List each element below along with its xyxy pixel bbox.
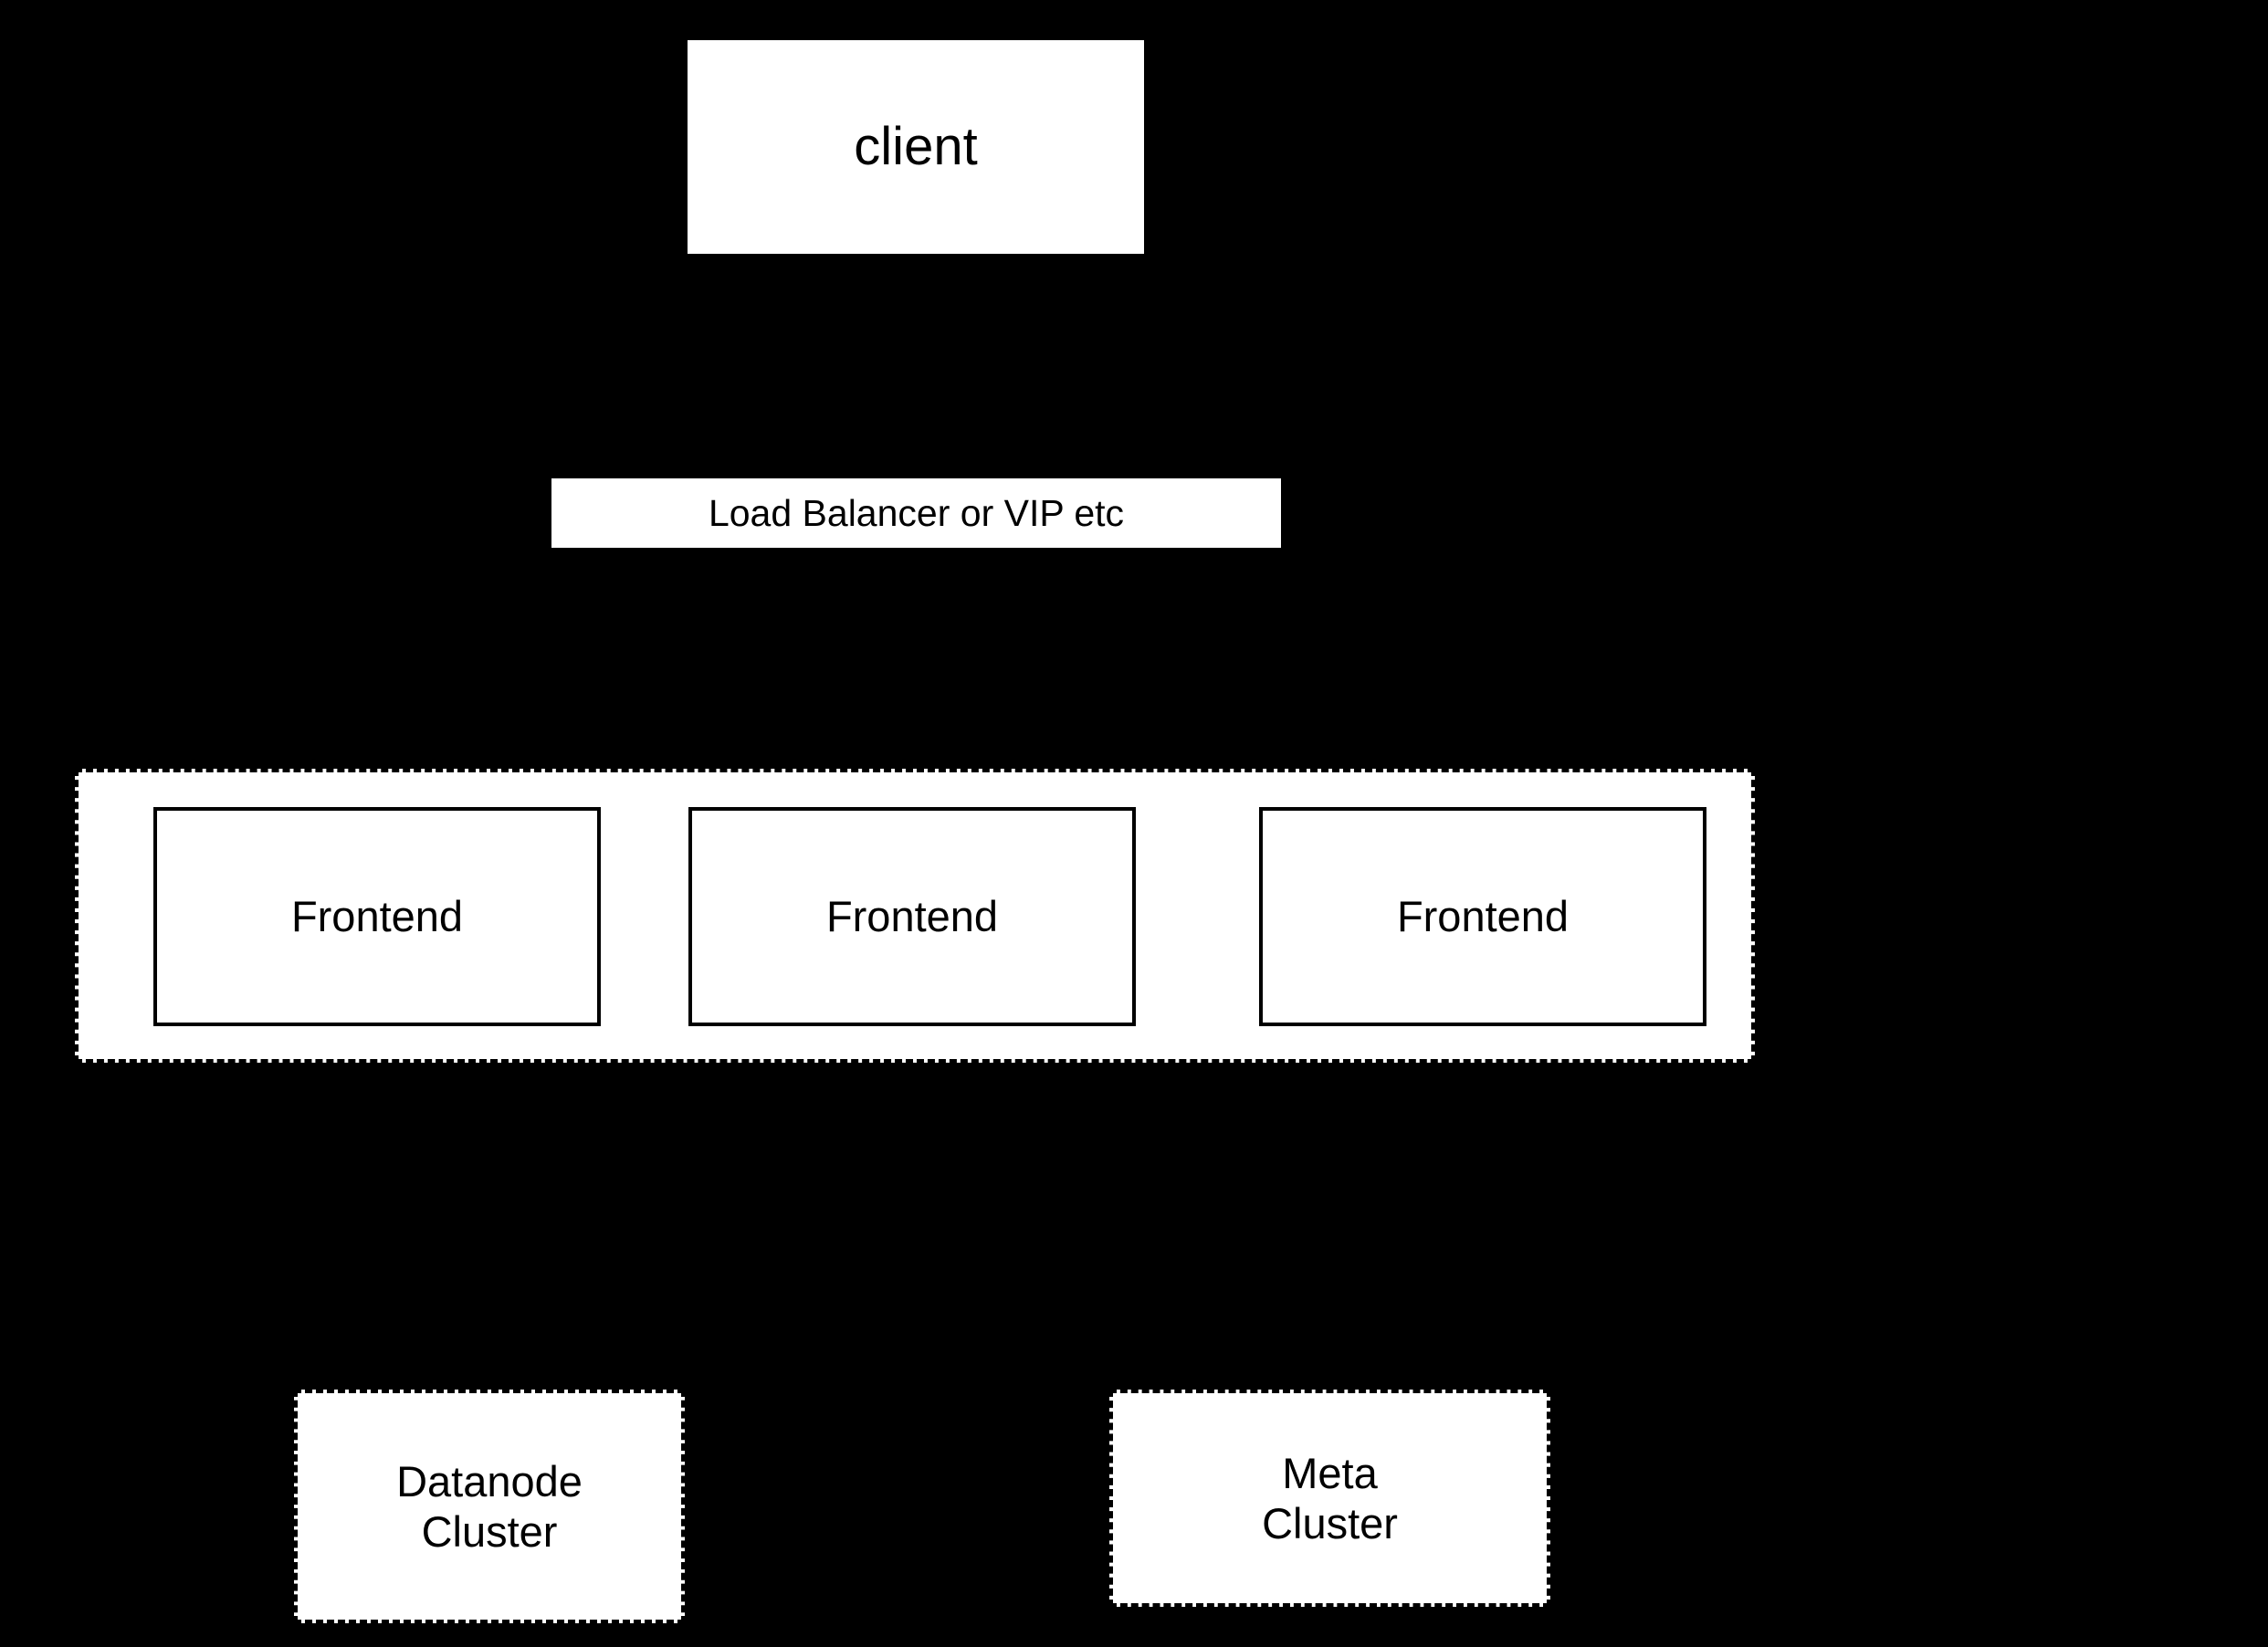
client-node[interactable]: client bbox=[688, 40, 1144, 254]
meta-cluster-node[interactable]: Meta Cluster bbox=[1109, 1390, 1550, 1607]
frontend-node-1[interactable]: Frontend bbox=[153, 807, 601, 1026]
frontend-cluster-group: Frontend Frontend Frontend bbox=[75, 769, 1755, 1063]
connector-client-to-load-balancer bbox=[914, 254, 918, 478]
frontend-node-2[interactable]: Frontend bbox=[688, 807, 1136, 1026]
connector-load-balancer-to-frontend-group bbox=[914, 548, 918, 769]
load-balancer-node[interactable]: Load Balancer or VIP etc bbox=[551, 478, 1281, 548]
datanode-cluster-node[interactable]: Datanode Cluster bbox=[294, 1390, 685, 1623]
frontend-node-3[interactable]: Frontend bbox=[1259, 807, 1706, 1026]
